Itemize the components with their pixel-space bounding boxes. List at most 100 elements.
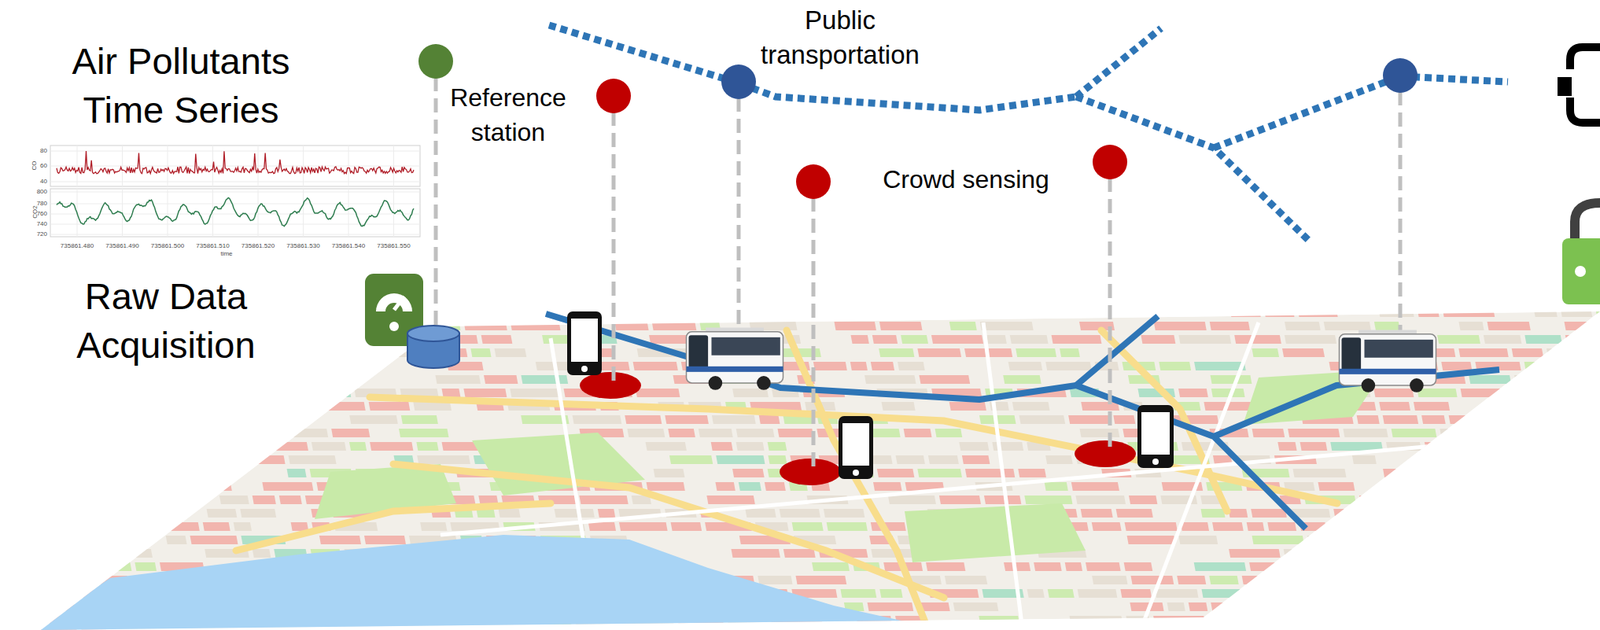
city-block bbox=[1488, 468, 1507, 478]
city-block bbox=[272, 335, 314, 344]
city-block bbox=[1188, 602, 1209, 612]
city-block bbox=[1576, 455, 1600, 465]
city-block bbox=[1378, 308, 1414, 318]
transport-network-line bbox=[1076, 96, 1311, 243]
city-block bbox=[420, 522, 447, 531]
city-block bbox=[881, 401, 916, 411]
city-block bbox=[560, 629, 581, 630]
city-block bbox=[1008, 361, 1043, 371]
city-block bbox=[1120, 589, 1152, 598]
city-block bbox=[1578, 348, 1600, 358]
city-block bbox=[278, 361, 310, 371]
city-block bbox=[1208, 615, 1231, 625]
city-block bbox=[1246, 522, 1265, 531]
city-block bbox=[152, 522, 200, 531]
city-block bbox=[70, 401, 118, 411]
bus-picture bbox=[1339, 330, 1437, 393]
city-block bbox=[635, 388, 681, 398]
city-block bbox=[0, 522, 28, 531]
city-block bbox=[928, 455, 959, 465]
city-block bbox=[155, 375, 185, 384]
city-block bbox=[1116, 508, 1154, 518]
city-block bbox=[369, 442, 413, 451]
city-block bbox=[1356, 415, 1380, 424]
city-block bbox=[1442, 308, 1496, 318]
city-block bbox=[1468, 589, 1486, 598]
city-block bbox=[796, 575, 848, 585]
city-block bbox=[1229, 308, 1261, 318]
city-block bbox=[1545, 455, 1574, 465]
city-block bbox=[1131, 575, 1175, 585]
city-block bbox=[872, 335, 898, 344]
city-block bbox=[1300, 442, 1328, 451]
city-block bbox=[1374, 321, 1401, 331]
city-block bbox=[131, 388, 169, 398]
city-block bbox=[0, 415, 45, 424]
city-block bbox=[624, 415, 662, 424]
city-block bbox=[1493, 455, 1517, 465]
city-block bbox=[1382, 468, 1415, 478]
city-block bbox=[489, 308, 533, 318]
city-block bbox=[984, 495, 1022, 505]
city-block bbox=[206, 482, 233, 491]
city-block bbox=[1056, 629, 1082, 630]
city-block bbox=[1178, 335, 1232, 344]
city-block bbox=[900, 335, 929, 344]
city-block bbox=[1352, 535, 1403, 545]
city-block bbox=[276, 308, 319, 318]
city-block bbox=[52, 335, 71, 344]
city-block bbox=[1580, 495, 1600, 505]
city-block bbox=[1564, 321, 1600, 331]
map-street bbox=[983, 322, 1023, 630]
city-block bbox=[753, 629, 789, 630]
bus-body bbox=[1339, 334, 1437, 386]
tick-label: 760 bbox=[36, 210, 48, 218]
city-block bbox=[110, 629, 150, 630]
city-block bbox=[13, 388, 67, 398]
city-block bbox=[106, 508, 145, 518]
city-block bbox=[645, 442, 687, 451]
city-block bbox=[918, 375, 970, 384]
city-block bbox=[1019, 415, 1066, 424]
city-block bbox=[149, 428, 181, 438]
city-block bbox=[1069, 615, 1124, 625]
city-block bbox=[1424, 442, 1475, 451]
city-block bbox=[578, 495, 628, 505]
city-block bbox=[1467, 602, 1501, 612]
bus-wheel bbox=[1361, 378, 1376, 393]
city-block bbox=[879, 321, 923, 331]
city-block bbox=[1458, 321, 1484, 331]
city-block bbox=[114, 522, 149, 531]
bus-windshield bbox=[1341, 337, 1362, 371]
city-block bbox=[826, 522, 868, 531]
city-block bbox=[1409, 495, 1457, 505]
city-block bbox=[82, 428, 126, 438]
city-block bbox=[319, 388, 352, 398]
city-block bbox=[1211, 388, 1246, 398]
city-block bbox=[1210, 602, 1239, 612]
city-block bbox=[903, 629, 924, 630]
city-block bbox=[1372, 508, 1392, 518]
city-block bbox=[0, 375, 47, 384]
city-block bbox=[949, 401, 987, 411]
city-block bbox=[1250, 508, 1287, 518]
city-block bbox=[764, 482, 786, 491]
city-block bbox=[1566, 375, 1589, 384]
city-block bbox=[1077, 589, 1118, 598]
city-block bbox=[1455, 482, 1477, 491]
city-block bbox=[0, 482, 30, 491]
pin-stem bbox=[1398, 91, 1403, 331]
city-block bbox=[1178, 535, 1218, 545]
city-block bbox=[1342, 428, 1388, 438]
city-block bbox=[321, 308, 356, 318]
city-block bbox=[1167, 602, 1186, 612]
city-block bbox=[965, 468, 1015, 478]
city-block bbox=[254, 455, 285, 465]
city-block bbox=[958, 629, 977, 630]
city-block bbox=[176, 415, 196, 424]
city-block bbox=[463, 388, 507, 398]
city-block bbox=[190, 535, 239, 545]
city-block bbox=[1346, 549, 1400, 558]
city-block bbox=[792, 522, 824, 531]
source-label: Public transportation bbox=[748, 3, 932, 73]
